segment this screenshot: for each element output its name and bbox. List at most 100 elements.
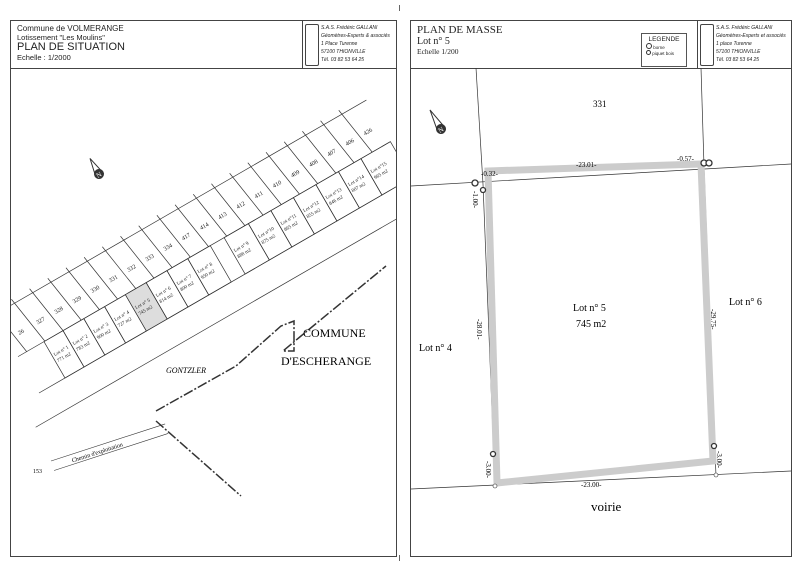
parcel-divider (174, 204, 209, 247)
north-arrow-icon: N (429, 109, 446, 135)
lot-parcel (166, 258, 210, 308)
legend-item: borne (653, 45, 665, 50)
legend: LEGENDE borne piquet bois (641, 33, 687, 67)
dim-bottom-left: -3.00- (484, 461, 492, 479)
north-label: N (95, 170, 103, 179)
parcel-number: 327 (36, 317, 47, 327)
north-arrow-icon: N (89, 158, 104, 180)
parcel-number: 26 (17, 329, 25, 337)
parcel-divider (11, 299, 46, 342)
parcel-number: 332 (127, 264, 138, 274)
page-title: PLAN DE SITUATION (17, 41, 125, 53)
lot-parcel (187, 245, 232, 296)
parcel-number: 328 (54, 306, 65, 316)
parcel-divider (265, 152, 300, 195)
legend-item: piquet bois (652, 51, 675, 56)
lot-parcel (43, 330, 85, 379)
parcel-331: 331 (593, 99, 607, 109)
parcel-divider (102, 246, 137, 289)
firm-subtitle: Géomètres-Experts & associés (321, 33, 390, 39)
plan-de-situation-sheet: Commune de VOLMERANGE Lotissement "Les M… (10, 20, 397, 557)
street-label: GONTZLER (166, 366, 206, 375)
parcel-number: 411 (254, 191, 265, 201)
parcel-divider (338, 110, 373, 153)
neighbor-commune: COMMUNE (303, 326, 366, 340)
north-label: N (437, 125, 445, 134)
plan-de-masse-sheet: PLAN DE MASSE Lot n° 5 Echelle 1/200 LEG… (410, 20, 792, 557)
parcel-divider (229, 173, 264, 216)
parcel-number: 334 (163, 243, 174, 253)
legend-title: LEGENDE (648, 36, 680, 43)
lot-label: Lot n° 5 (573, 303, 606, 314)
parcel-divider (156, 215, 191, 258)
lot-title: Lot n° 5 (417, 36, 450, 47)
firm-name: S.A.S. Frédéric GALLANI (321, 25, 378, 31)
firm-phone: Tél. 03 82 53 64 25 (716, 57, 760, 63)
dim-bottom-right: -3.00- (715, 451, 723, 469)
parcel-divider (83, 257, 118, 300)
stake-icon (646, 50, 651, 55)
mass-plan: N 331 -0.32- -23.01- -0.57- -1.00- -28.0… (411, 67, 791, 514)
parcel-number: 414 (199, 222, 210, 232)
parcel-number: 331 (108, 275, 119, 285)
dim-top: -23.01- (576, 161, 597, 169)
firm-city: 57100 THIONVILLE (716, 49, 761, 55)
lot-5-boundary (484, 160, 717, 487)
parcel-divider (247, 162, 282, 205)
page-title: PLAN DE MASSE (417, 24, 503, 36)
lotissement: Lotissement "Les Moulins" (17, 33, 105, 42)
firm-subtitle: Géomètres-Experts et associés (716, 33, 786, 39)
path-label: Chemin d'exploitation (71, 442, 123, 464)
path-number: 153 (33, 469, 42, 475)
firm-city: 57100 THIONVILLE (321, 49, 366, 55)
lot-parcel (62, 318, 106, 368)
firm-address: 1 Place Turenne (321, 41, 358, 47)
parcel-divider (29, 288, 64, 331)
dim-bottom: -23.00- (581, 481, 602, 489)
neighbor-lot-4: Lot n° 4 (419, 343, 452, 354)
parcel-divider (11, 309, 27, 352)
dim-left: -28.01- (475, 319, 483, 340)
parcel-divider (65, 267, 100, 310)
parcel-divider (47, 278, 82, 321)
title-block: Commune de VOLMERANGE Lotissement "Les M… (11, 21, 396, 69)
scale: Echelle 1/200 (417, 47, 459, 56)
parcel-number: 409 (290, 170, 301, 180)
parcel-number: 330 (90, 285, 101, 295)
neighbor-lot-6: Lot n° 6 (729, 297, 762, 308)
borne-icon (646, 43, 652, 49)
firm-block: S.A.S. Frédéric GALLANI Géomètres-Expert… (302, 21, 396, 68)
dim-top-left-offset: -0.32- (481, 170, 499, 178)
parcel-divider (193, 194, 227, 237)
lot-parcel (124, 282, 168, 332)
parcel-number: 407 (327, 149, 338, 159)
neighbor-commune-name: D'ESCHERANGE (281, 354, 371, 368)
firm-name: S.A.S. Frédéric GALLANI (716, 25, 773, 31)
parcel-divider (320, 120, 355, 163)
road-label: voirie (591, 499, 622, 514)
parcel-number: 410 (272, 180, 283, 190)
parcel-number: 413 (217, 212, 228, 222)
firm-address: 1 place Turenne (716, 41, 752, 47)
parcel-divider (138, 225, 173, 268)
parcel-number: 408 (308, 159, 319, 169)
parcel-divider (211, 183, 246, 226)
parcel-number: 406 (345, 138, 356, 148)
firm-block: S.A.S. Frédéric GALLANI Géomètres-Expert… (697, 21, 791, 68)
parcel-number: 412 (236, 201, 247, 211)
parcel-number: 417 (181, 233, 192, 243)
surveyor-logo-icon (305, 24, 319, 66)
lot-parcel (360, 141, 396, 196)
surveyor-logo-icon (700, 24, 714, 66)
parcel-number: 329 (72, 296, 83, 306)
lot-area: 745 m2 (576, 319, 606, 330)
scale: Echelle : 1/2000 (17, 53, 71, 62)
firm-phone: Tél. 03 82 53 64 25 (321, 57, 365, 63)
parcel-number: 333 (145, 254, 156, 264)
dim-top-right-offset: -0.57- (677, 155, 695, 163)
parcel-divider (302, 131, 337, 174)
title-block: PLAN DE MASSE Lot n° 5 Echelle 1/200 LEG… (411, 21, 791, 69)
dim-right: -29.75- (709, 309, 717, 330)
dim-left-offset: -1.00- (471, 191, 479, 209)
lot-parcel (83, 306, 127, 356)
